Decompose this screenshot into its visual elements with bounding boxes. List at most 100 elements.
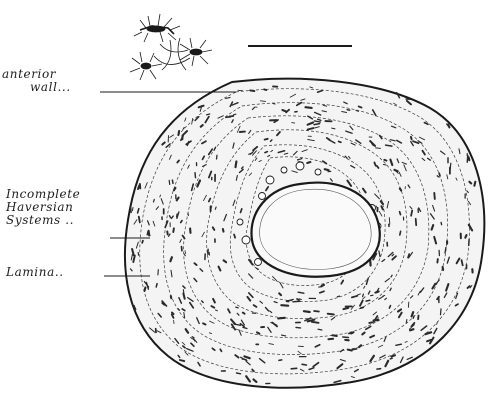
lacuna-mark [236,307,238,308]
lacuna-mark [298,292,304,293]
lacuna-mark [349,333,351,334]
lacuna-mark [252,370,254,372]
lacuna-mark [291,368,297,369]
lacuna-mark [307,162,310,163]
lacuna-mark [391,355,395,356]
lacuna-mark [332,335,336,336]
lacuna-mark [173,228,174,232]
lacuna-mark [312,322,319,323]
lacuna-mark [384,160,386,161]
lacuna-mark [314,124,319,125]
lacuna-mark [412,312,414,316]
lacuna-mark [348,350,352,351]
lacuna-mark [207,114,210,115]
lacuna-mark [170,257,172,261]
label-incomplete-haversian-systems: Incomplete Haversian Systems .. [6,188,80,227]
lacuna-mark [411,137,412,139]
lacuna-mark [138,186,139,190]
lacuna-mark [413,316,414,318]
lacuna-mark [237,373,241,374]
lacuna-mark [359,106,362,107]
lacuna-mark [215,207,216,209]
lacuna-mark [321,285,324,286]
lacuna-mark [366,300,370,301]
lacuna-mark [352,349,356,350]
lacuna-mark [416,219,417,225]
lacuna-mark [226,117,231,118]
lacuna-mark [314,311,319,312]
lacuna-mark [390,358,392,359]
lacuna-mark [216,310,218,311]
lacuna-mark [217,155,218,159]
lacuna-mark [278,318,285,319]
lacuna-mark [383,164,386,165]
lacuna-mark [474,182,475,186]
label-lamina-text: Lamina.. [6,266,64,279]
lacuna-mark [145,288,146,291]
lacuna-mark [156,284,157,287]
lacuna-mark [306,107,312,108]
lacuna-mark [323,105,326,106]
lacuna-mark [273,103,275,104]
lacuna-mark [260,101,265,102]
lacuna-mark [172,313,174,314]
lacuna-mark [318,329,322,330]
lacuna-mark [400,212,401,215]
lacuna-mark [282,335,286,336]
lacuna-mark [265,139,268,140]
lacuna-mark [243,313,245,314]
lacuna-mark [332,128,335,129]
lacuna-mark [469,182,471,184]
lacuna-mark [257,332,259,333]
lacuna-mark [264,89,266,90]
lacuna-mark [213,227,215,230]
lacuna-mark [343,337,349,338]
bone-cells-inset [130,14,212,80]
lacuna-mark [389,218,390,225]
lacuna-mark [169,180,170,184]
lacuna-mark [188,213,189,215]
lacuna-mark [170,216,171,218]
lacuna-mark [411,211,412,216]
lacuna-mark [236,161,237,167]
lacuna-mark [328,314,334,315]
lacuna-mark [304,311,310,312]
lacuna-mark [395,170,398,171]
lacuna-mark [296,327,301,328]
lacuna-mark [363,294,364,297]
lacuna-mark [201,125,203,127]
lacuna-mark [181,221,182,223]
lacuna-mark [265,152,268,153]
lacuna-mark [377,166,379,168]
lacuna-mark [386,145,392,146]
lacuna-mark [292,123,295,124]
lacuna-mark [344,308,349,309]
lacuna-mark [462,260,463,265]
lacuna-mark [406,320,407,323]
lacuna-mark [381,206,383,209]
lacuna-mark [465,235,466,238]
lacuna-mark [325,169,329,170]
lacuna-mark [441,222,442,224]
lacuna-mark [361,307,364,308]
lacuna-mark [445,247,446,253]
lacuna-mark [400,189,401,191]
lacuna-mark [297,299,299,300]
lacuna-mark [410,329,413,330]
lacuna-mark [469,157,470,160]
lacuna-mark [427,340,431,341]
label-anterior-wall: anterior wall... [2,68,71,94]
lacuna-mark [250,90,254,91]
lacuna-mark [178,131,179,135]
lacuna-mark [234,235,235,238]
lacuna-mark [389,306,390,309]
lacuna-mark [142,241,143,243]
lacuna-mark [448,125,449,128]
lacuna-mark [139,217,140,223]
lacuna-mark [279,360,282,361]
lacuna-mark [369,322,372,323]
lacuna-mark [183,290,184,296]
lacuna-mark [154,199,155,202]
lacuna-mark [467,155,468,162]
